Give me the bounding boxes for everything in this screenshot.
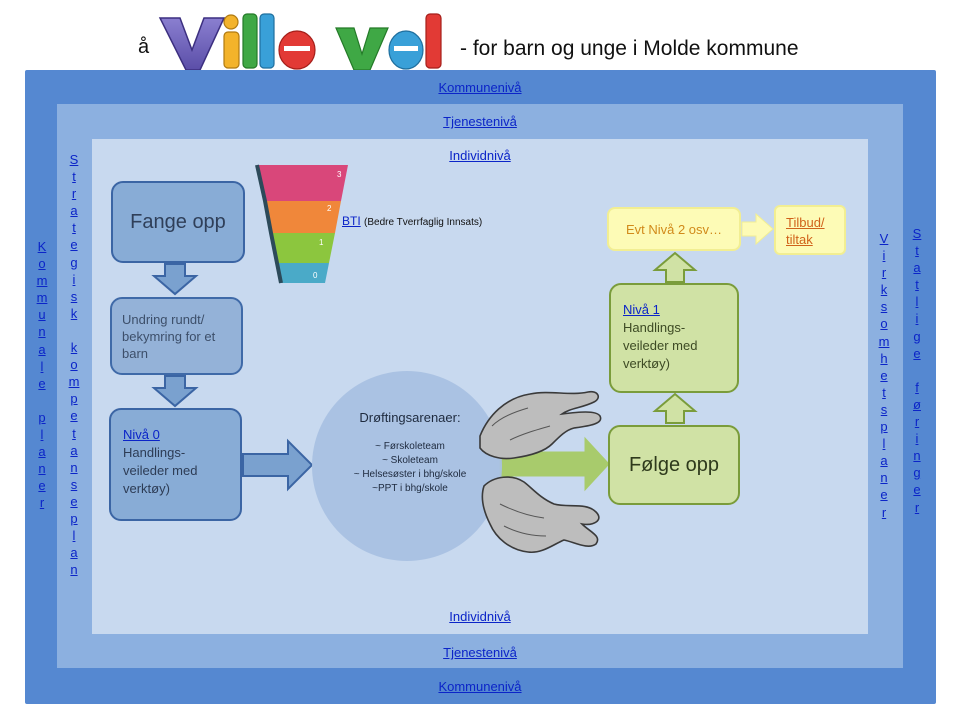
bti-link[interactable]: BTI bbox=[342, 214, 361, 228]
folge-opp-box: Følge opp bbox=[608, 425, 740, 505]
droftingsarena-list: ~ Førskoleteam ~ Skoleteam ~ Helsesøster… bbox=[340, 440, 480, 496]
svg-text:3: 3 bbox=[337, 170, 342, 179]
droft-item: ~ Skoleteam bbox=[382, 455, 438, 466]
droft-item: ~PPT i bhg/skole bbox=[372, 483, 448, 494]
right-arrow-blue bbox=[242, 438, 314, 492]
hands-illustration bbox=[479, 390, 602, 554]
kommune-level-link-top[interactable]: Kommunenivå bbox=[438, 80, 522, 95]
droftingsarena-title: Drøftingsarenaer: bbox=[359, 410, 461, 425]
svg-text:1: 1 bbox=[319, 238, 324, 247]
tjeneste-level-link-bottom[interactable]: Tjenestenivå bbox=[443, 645, 517, 660]
niva0-link[interactable]: Nivå 0 bbox=[123, 427, 160, 442]
tilbud-tiltak-box[interactable]: Tilbud/ tiltak bbox=[774, 205, 846, 255]
droftingsarena-circle bbox=[312, 371, 502, 561]
droft-item: ~ Førskoleteam bbox=[375, 441, 445, 452]
down-arrow-2 bbox=[151, 375, 199, 408]
right-arrow-yellow bbox=[741, 212, 774, 246]
up-arrow-1 bbox=[652, 392, 698, 424]
svg-text:2: 2 bbox=[327, 204, 332, 213]
svg-text:0: 0 bbox=[313, 271, 318, 280]
down-arrow-1 bbox=[151, 263, 199, 296]
niva0-text: Handlings-veileder med verktøy) bbox=[123, 445, 198, 496]
ville-vel-logo bbox=[158, 13, 442, 71]
kommune-level-link-bottom[interactable]: Kommunenivå bbox=[438, 679, 522, 694]
niva1-text: Handlings-veileder med verktøy) bbox=[623, 320, 698, 371]
niva1-link[interactable]: Nivå 1 bbox=[623, 302, 660, 317]
tilbud-link[interactable]: Tilbud/ tiltak bbox=[786, 215, 825, 247]
bti-funnel-icon: 3 2 1 0 bbox=[255, 164, 348, 284]
bti-description: (Bedre Tverrfaglig Innsats) bbox=[364, 217, 483, 228]
individ-level-link-top[interactable]: Individnivå bbox=[449, 148, 511, 163]
header-prefix: å bbox=[138, 36, 150, 58]
bti-text: BTI (Bedre Tverrfaglig Innsats) bbox=[342, 214, 482, 228]
fange-opp-box: Fange opp bbox=[111, 181, 245, 263]
droft-item: ~ Helsesøster i bhg/skole bbox=[353, 469, 467, 480]
evt-niva2-box: Evt Nivå 2 osv… bbox=[607, 207, 741, 251]
right-arrow-green bbox=[499, 436, 610, 492]
undring-box: Undring rundt/ bekymring for et barn bbox=[110, 297, 243, 375]
header-suffix: - for barn og unge i Molde kommune bbox=[460, 37, 799, 60]
niva1-box: Nivå 1 Handlings-veileder med verktøy) bbox=[609, 283, 739, 393]
niva0-box: Nivå 0 Handlings-veileder med verktøy) bbox=[109, 408, 242, 521]
individ-level-link-bottom[interactable]: Individnivå bbox=[449, 609, 511, 624]
tjeneste-level-link-top[interactable]: Tjenestenivå bbox=[443, 114, 517, 129]
up-arrow-2 bbox=[652, 251, 698, 283]
